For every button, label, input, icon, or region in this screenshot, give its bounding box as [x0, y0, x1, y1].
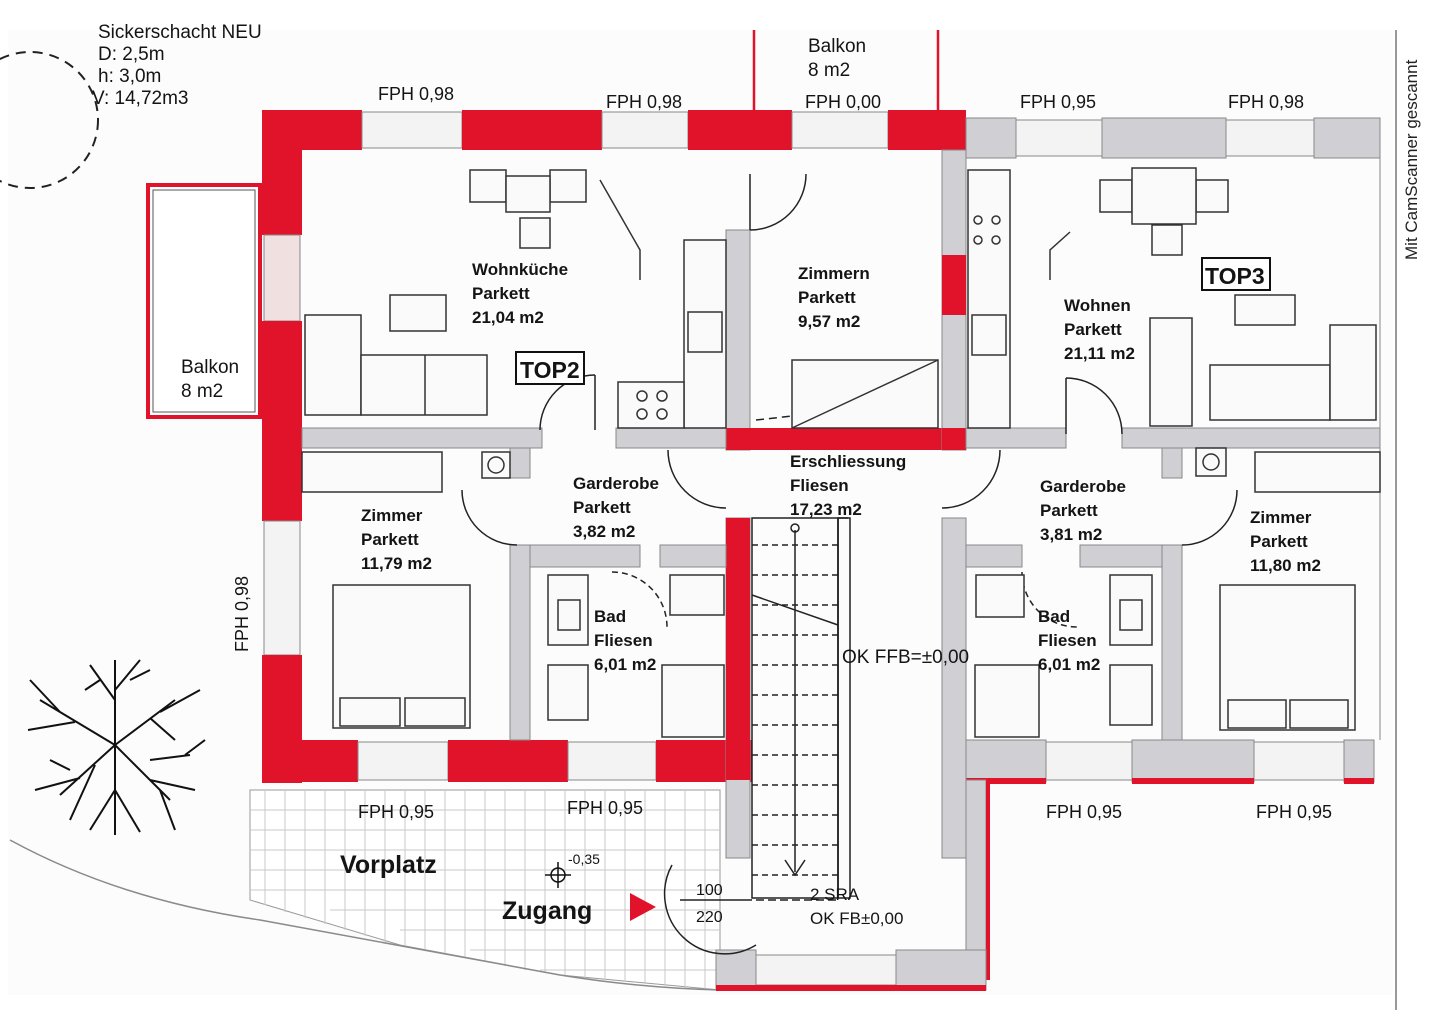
room-garderobe-right-name: Garderobe — [1040, 477, 1126, 496]
room-wohnkueche-floor: Parkett — [472, 284, 530, 303]
vorplatz-label: Vorplatz — [340, 851, 437, 879]
room-zimmern-name: Zimmern — [798, 264, 870, 283]
room-zimmer-right-name: Zimmer — [1250, 508, 1312, 527]
room-bad-left-name: Bad — [594, 607, 626, 626]
window-sill-s3: FPH 0,95 — [1046, 802, 1122, 822]
room-erschliessung-area: 17,23 m2 — [790, 500, 862, 519]
balcony-left-name: Balkon — [181, 357, 239, 378]
room-zimmer-left-floor: Parkett — [361, 530, 419, 549]
seepage-pit-diameter: D: 2,5m — [98, 44, 165, 65]
staircase — [751, 517, 851, 899]
unit-top3-box — [1201, 257, 1271, 291]
balcony-left — [146, 183, 262, 419]
level-marker-icon — [545, 862, 571, 888]
seepage-pit-title: Sickerschacht NEU — [98, 22, 262, 43]
walls — [262, 110, 1381, 991]
window-sill-n4: FPH 0,95 — [1020, 92, 1096, 112]
balcony-north-lines — [752, 30, 940, 115]
room-zimmer-right-floor: Parkett — [1250, 532, 1308, 551]
room-bad-left-floor: Fliesen — [594, 631, 653, 650]
seepage-pit-outline — [0, 51, 99, 189]
zugang-label: Zugang — [502, 897, 592, 925]
window-sill-west: FPH 0,98 — [232, 576, 252, 652]
seepage-pit-volume: V: 14,72m3 — [92, 88, 188, 109]
room-bad-left-area: 6,01 m2 — [594, 655, 656, 674]
room-garderobe-left-area: 3,82 m2 — [573, 522, 635, 541]
room-wohnen-name: Wohnen — [1064, 296, 1131, 315]
room-garderobe-right-floor: Parkett — [1040, 501, 1098, 520]
window-sill-n5: FPH 0,98 — [1228, 92, 1304, 112]
room-bad-right-name: Bad — [1038, 607, 1070, 626]
scanner-watermark: Mit CamScanner gescannt — [1402, 59, 1421, 260]
room-wohnen-floor: Parkett — [1064, 320, 1122, 339]
window-sill-n3: FPH 0,00 — [805, 92, 881, 112]
labels: Sickerschacht NEU D: 2,5m h: 3,0m V: 14,… — [92, 22, 1332, 928]
seepage-pit-height: h: 3,0m — [98, 66, 161, 87]
window-sill-n1: FPH 0,98 — [378, 84, 454, 104]
tree-icon — [27, 659, 206, 835]
window-sill-s1: FPH 0,95 — [358, 802, 434, 822]
unit-top3-label: TOP3 — [1205, 263, 1265, 289]
vorplatz-paving — [249, 789, 721, 991]
room-wohnen-area: 21,11 m2 — [1064, 344, 1135, 363]
room-zimmern-area: 9,57 m2 — [798, 312, 860, 331]
level-vorplatz: -0,35 — [568, 851, 600, 867]
level-ok-ffb: OK FFB=±0,00 — [842, 647, 969, 668]
room-garderobe-left-floor: Parkett — [573, 498, 631, 517]
level-ok-fb: OK FB±0,00 — [810, 909, 903, 928]
room-zimmer-left-area: 11,79 m2 — [361, 554, 432, 573]
furniture — [301, 167, 1381, 738]
room-erschliessung-floor: Fliesen — [790, 476, 849, 495]
balcony-left-area: 8 m2 — [181, 381, 223, 402]
unit-top2-label: TOP2 — [520, 357, 580, 383]
room-wohnkueche-area: 21,04 m2 — [472, 308, 544, 327]
window-sill-s4: FPH 0,95 — [1256, 802, 1332, 822]
window-sill-n2: FPH 0,98 — [606, 92, 682, 112]
entrance-door-width: 100 — [696, 882, 723, 899]
room-zimmer-right-area: 11,80 m2 — [1250, 556, 1321, 575]
room-garderobe-left-name: Garderobe — [573, 474, 659, 493]
entrance-door-height: 220 — [696, 909, 723, 926]
unit-top2-box — [515, 351, 585, 385]
terrain-edge — [9, 839, 721, 991]
entrance-arrow-icon — [630, 893, 656, 921]
room-wohnkueche-name: Wohnküche — [472, 260, 568, 279]
balcony-north-area: 8 m2 — [808, 60, 850, 81]
room-zimmern-floor: Parkett — [798, 288, 856, 307]
room-bad-right-area: 6,01 m2 — [1038, 655, 1100, 674]
window-sill-s2: FPH 0,95 — [567, 798, 643, 818]
entrance-steps: 2 SRA — [810, 885, 860, 904]
room-garderobe-right-area: 3,81 m2 — [1040, 525, 1102, 544]
room-erschliessung-name: Erschliessung — [790, 452, 906, 471]
room-bad-right-floor: Fliesen — [1038, 631, 1097, 650]
room-zimmer-left-name: Zimmer — [361, 506, 423, 525]
balcony-north-name: Balkon — [808, 36, 866, 57]
